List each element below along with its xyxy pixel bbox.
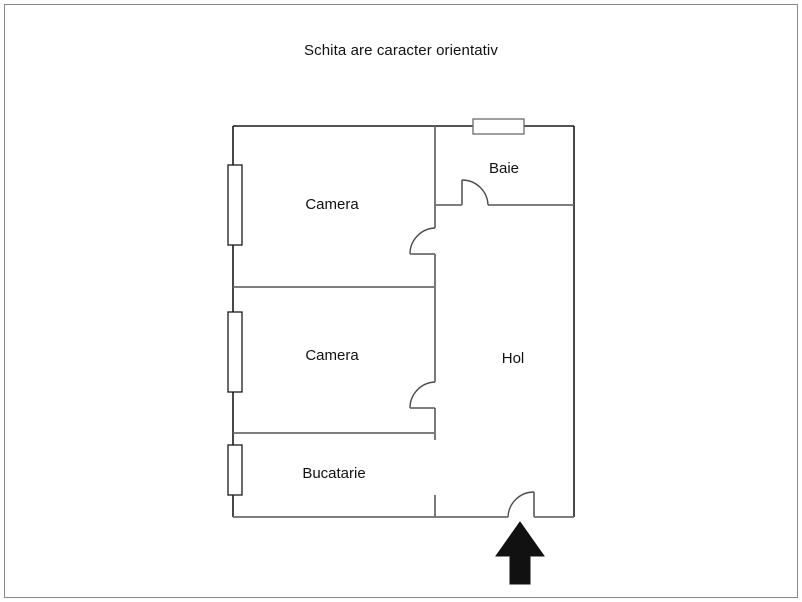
entrance-arrow-shape <box>495 521 545 585</box>
window-camera-middle <box>227 311 243 393</box>
room-label-bucatarie: Bucatarie <box>302 465 365 482</box>
window-bucatarie <box>227 444 243 496</box>
window-camera-top <box>227 164 243 246</box>
image-border <box>4 4 798 598</box>
door-camera-middle <box>409 381 436 409</box>
window-baie <box>472 118 525 135</box>
door-entrance <box>507 491 535 518</box>
entrance-arrow <box>495 521 545 585</box>
page-title: Schita are caracter orientativ <box>304 42 498 59</box>
door-camera-top <box>409 227 436 255</box>
door-baie-arc <box>461 179 489 206</box>
door-entrance-arc <box>507 491 535 518</box>
outer-walls <box>232 125 575 518</box>
room-label-camera-top: Camera <box>305 196 359 213</box>
door-camera-top-arc <box>409 227 436 255</box>
room-labels: Camera Baie Camera Hol Bucatarie <box>302 160 524 482</box>
room-label-hol: Hol <box>502 350 525 367</box>
windows <box>227 118 525 496</box>
room-label-camera-middle: Camera <box>305 347 359 364</box>
doors <box>409 179 535 518</box>
room-label-baie: Baie <box>489 160 519 177</box>
door-camera-middle-arc <box>409 381 436 409</box>
interior-walls <box>233 126 574 517</box>
door-baie <box>461 179 489 206</box>
